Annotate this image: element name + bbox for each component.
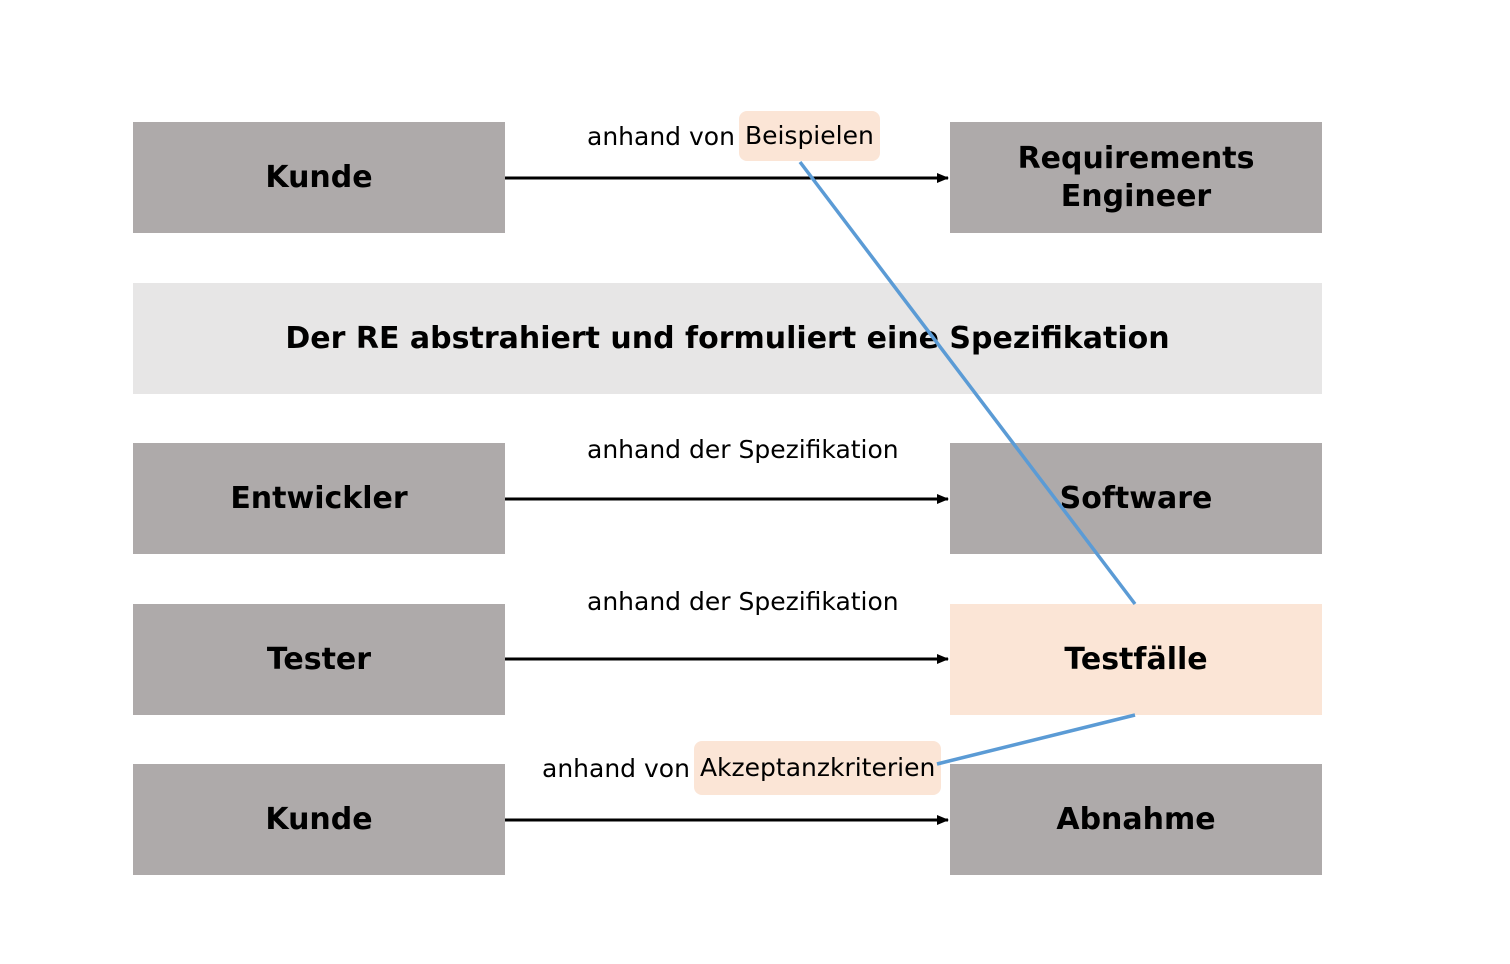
edge-label-row2: anhand der Spezifikation (587, 424, 899, 474)
node-abnahme-label: Abnahme (1056, 801, 1216, 837)
node-tester-label: Tester (266, 641, 372, 677)
node-requirements-engineer-label: Requirements Engineer (1017, 140, 1255, 214)
node-requirements-engineer: Requirements Engineer (950, 122, 1322, 233)
edge-label-row3-text: anhand der Spezifikation (587, 586, 899, 616)
edge-label-row4: anhand von Akzeptanzkriterien (542, 741, 942, 795)
node-kunde-2: Kunde (133, 764, 505, 875)
node-abnahme: Abnahme (950, 764, 1322, 875)
edge-label-row1-prefix: anhand von (587, 121, 735, 151)
node-kunde-2-label: Kunde (265, 801, 373, 837)
node-entwickler: Entwickler (133, 443, 505, 554)
edge-label-row4-highlight: Akzeptanzkriterien (693, 741, 942, 795)
node-testfaelle-label: Testfälle (1064, 641, 1208, 677)
node-testfaelle: Testfälle (950, 604, 1322, 715)
edge-label-row3: anhand der Spezifikation (587, 576, 899, 626)
node-software-label: Software (1059, 480, 1213, 516)
node-kunde-1-label: Kunde (265, 159, 373, 195)
node-entwickler-label: Entwickler (230, 480, 408, 516)
edge-label-row4-prefix: anhand von (542, 753, 690, 783)
edge-label-row1-highlight: Beispielen (738, 111, 880, 161)
banner-text: Der RE abstrahiert und formuliert eine S… (285, 320, 1170, 356)
node-tester: Tester (133, 604, 505, 715)
banner-spezifikation: Der RE abstrahiert und formuliert eine S… (133, 283, 1322, 394)
node-software: Software (950, 443, 1322, 554)
edge-label-row2-text: anhand der Spezifikation (587, 434, 899, 464)
edge-label-row1: anhand von Beispielen (587, 111, 880, 161)
node-kunde-1: Kunde (133, 122, 505, 233)
connector-akzeptanzkriterien-testfaelle (936, 713, 1136, 766)
